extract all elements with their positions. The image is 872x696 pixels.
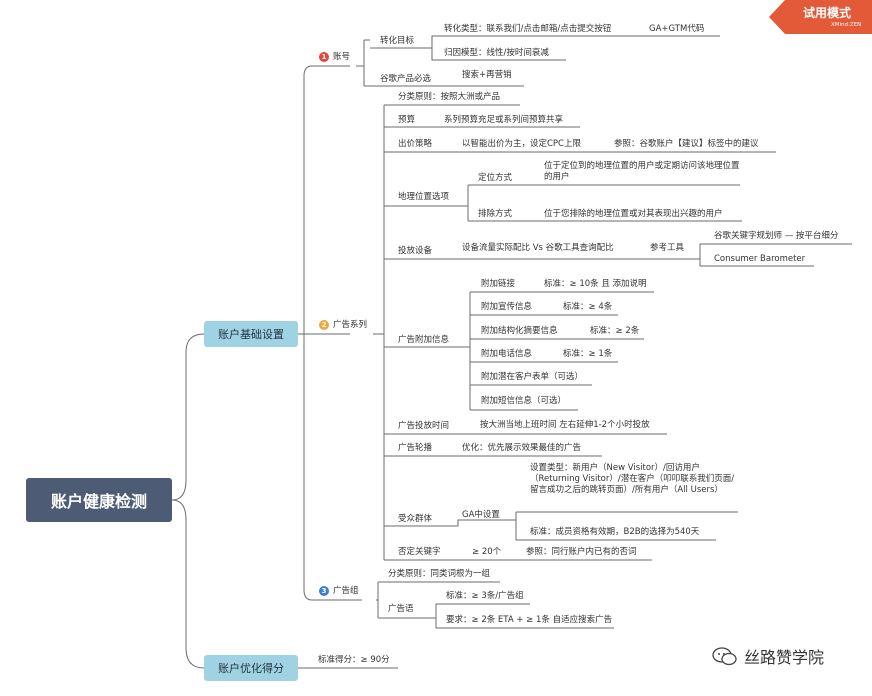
topic-audience-types[interactable]: 设置类型：新用户（New Visitor）/回访用户（Returning Vis…: [530, 463, 735, 495]
topic-google-must[interactable]: 谷歌产品必选: [380, 74, 432, 84]
topic-search-remarketing[interactable]: 搜索+再营销: [462, 70, 512, 80]
topic-ext-callout-std[interactable]: 标准：≥ 4条: [563, 302, 613, 312]
topic-conversion-goal[interactable]: 转化目标: [380, 36, 415, 46]
topic-negative-keywords-ref[interactable]: 参照：同行账户内已有的否词: [526, 547, 637, 557]
watermark: 丝路赞学院: [712, 644, 824, 668]
topic-ad-rotation[interactable]: 广告轮播: [398, 443, 433, 453]
badge-3: 3: [319, 586, 329, 596]
topic-ext-lead-form[interactable]: 附加潜在客户表单（可选）: [481, 372, 584, 382]
topic-audience[interactable]: 受众群体: [398, 514, 433, 524]
topic-ad-copy-req[interactable]: 要求：≥ 2条 ETA + ≥ 1条 自适应搜索广告: [446, 615, 613, 625]
topic-ext-snippet[interactable]: 附加结构化摘要信息: [481, 326, 558, 336]
topic-ad-group-classify[interactable]: 分类原则：同类词根为一组: [388, 569, 491, 579]
topic-ext-call[interactable]: 附加电话信息: [481, 349, 533, 359]
topic-ad-copy-std[interactable]: 标准：≥ 3条/广告组: [446, 591, 524, 601]
badge-2: 2: [319, 320, 329, 330]
topic-geo-exclude-desc[interactable]: 位于您排除的地理位置或对其表现出兴趣的用户: [544, 209, 723, 219]
topic-ad-schedule-desc[interactable]: 按大洲当地上班时间 左右延伸1-2个小时投放: [480, 420, 650, 430]
topic-campaign-classify[interactable]: 分类原则：按照大洲或产品: [398, 92, 501, 102]
topic-ext-callout[interactable]: 附加宣传信息: [481, 302, 533, 312]
topic-negative-keywords-count[interactable]: ≥ 20个: [472, 547, 502, 557]
topic-budget-desc[interactable]: 系列预算充足或系列间预算共享: [444, 115, 564, 125]
topic-ext-sms[interactable]: 附加短信信息（可选）: [481, 396, 567, 406]
topic-ext-call-std[interactable]: 标准：≥ 1条: [563, 349, 613, 359]
branch-basic-settings[interactable]: 账户基础设置: [204, 321, 298, 347]
topic-conversion-type[interactable]: 转化类型：联系我们/点击邮箱/点击提交按钮: [444, 24, 612, 34]
topic-ad-extensions[interactable]: 广告附加信息: [398, 335, 450, 345]
root-topic[interactable]: 账户健康检测: [26, 478, 172, 522]
topic-ad-group[interactable]: 广告组: [333, 586, 359, 596]
topic-geo-target-desc[interactable]: 位于定位到的地理位置的用户或定期访问该地理位置的用户: [544, 161, 740, 182]
topic-ad-rotation-desc[interactable]: 优化：优先展示效果最佳的广告: [462, 443, 582, 453]
topic-account[interactable]: 账号: [333, 52, 351, 62]
trial-mode-badge: 试用模式 XMind:ZEN: [769, 0, 872, 34]
topic-keyword-planner[interactable]: 谷歌关键字规划师 — 按平台细分: [714, 231, 839, 241]
topic-score-std[interactable]: 标准得分：≥ 90分: [318, 655, 390, 665]
trial-mode-sub: XMind:ZEN: [831, 22, 862, 28]
trial-mode-title: 试用模式: [803, 6, 852, 20]
topic-bidding-desc[interactable]: 以智能出价为主，设定CPC上限: [462, 139, 581, 149]
topic-device[interactable]: 投放设备: [398, 246, 433, 256]
branch-optimization-score[interactable]: 账户优化得分: [204, 655, 298, 681]
badge-1: 1: [319, 52, 329, 62]
topic-device-desc[interactable]: 设备流量实际配比 Vs 谷歌工具查询配比: [462, 243, 614, 253]
topic-bidding[interactable]: 出价策略: [398, 139, 433, 149]
topic-ext-sitelink[interactable]: 附加链接: [481, 279, 516, 289]
topic-geo-options[interactable]: 地理位置选项: [398, 192, 450, 202]
topic-consumer-barometer[interactable]: Consumer Barometer: [714, 254, 806, 264]
wechat-icon: [712, 647, 737, 666]
topic-attribution-model[interactable]: 归因模型：线性/按时间衰减: [444, 48, 549, 58]
topic-ga-gtm[interactable]: GA+GTM代码: [649, 24, 705, 34]
watermark-text: 丝路赞学院: [744, 648, 825, 667]
topic-ad-copy[interactable]: 广告语: [388, 604, 414, 614]
topic-negative-keywords[interactable]: 否定关键字: [398, 547, 441, 557]
topic-ext-sitelink-std[interactable]: 标准：≥ 10条 且 添加说明: [544, 279, 647, 289]
topic-budget[interactable]: 预算: [398, 115, 416, 125]
topic-ext-snippet-std[interactable]: 标准：≥ 2条: [590, 326, 640, 336]
topic-geo-target[interactable]: 定位方式: [478, 173, 513, 183]
topic-geo-exclude[interactable]: 排除方式: [478, 209, 513, 219]
topic-campaign[interactable]: 广告系列: [333, 320, 368, 330]
topic-ad-schedule[interactable]: 广告投放时间: [398, 421, 450, 431]
topic-audience-std[interactable]: 标准：成员资格有效期，B2B的选择为540天: [530, 527, 700, 537]
topic-ga-setup[interactable]: GA中设置: [462, 510, 500, 520]
topic-ref-tools[interactable]: 参考工具: [650, 243, 685, 253]
topic-bidding-ref[interactable]: 参照：谷歌账户【建议】标签中的建议: [614, 139, 759, 149]
